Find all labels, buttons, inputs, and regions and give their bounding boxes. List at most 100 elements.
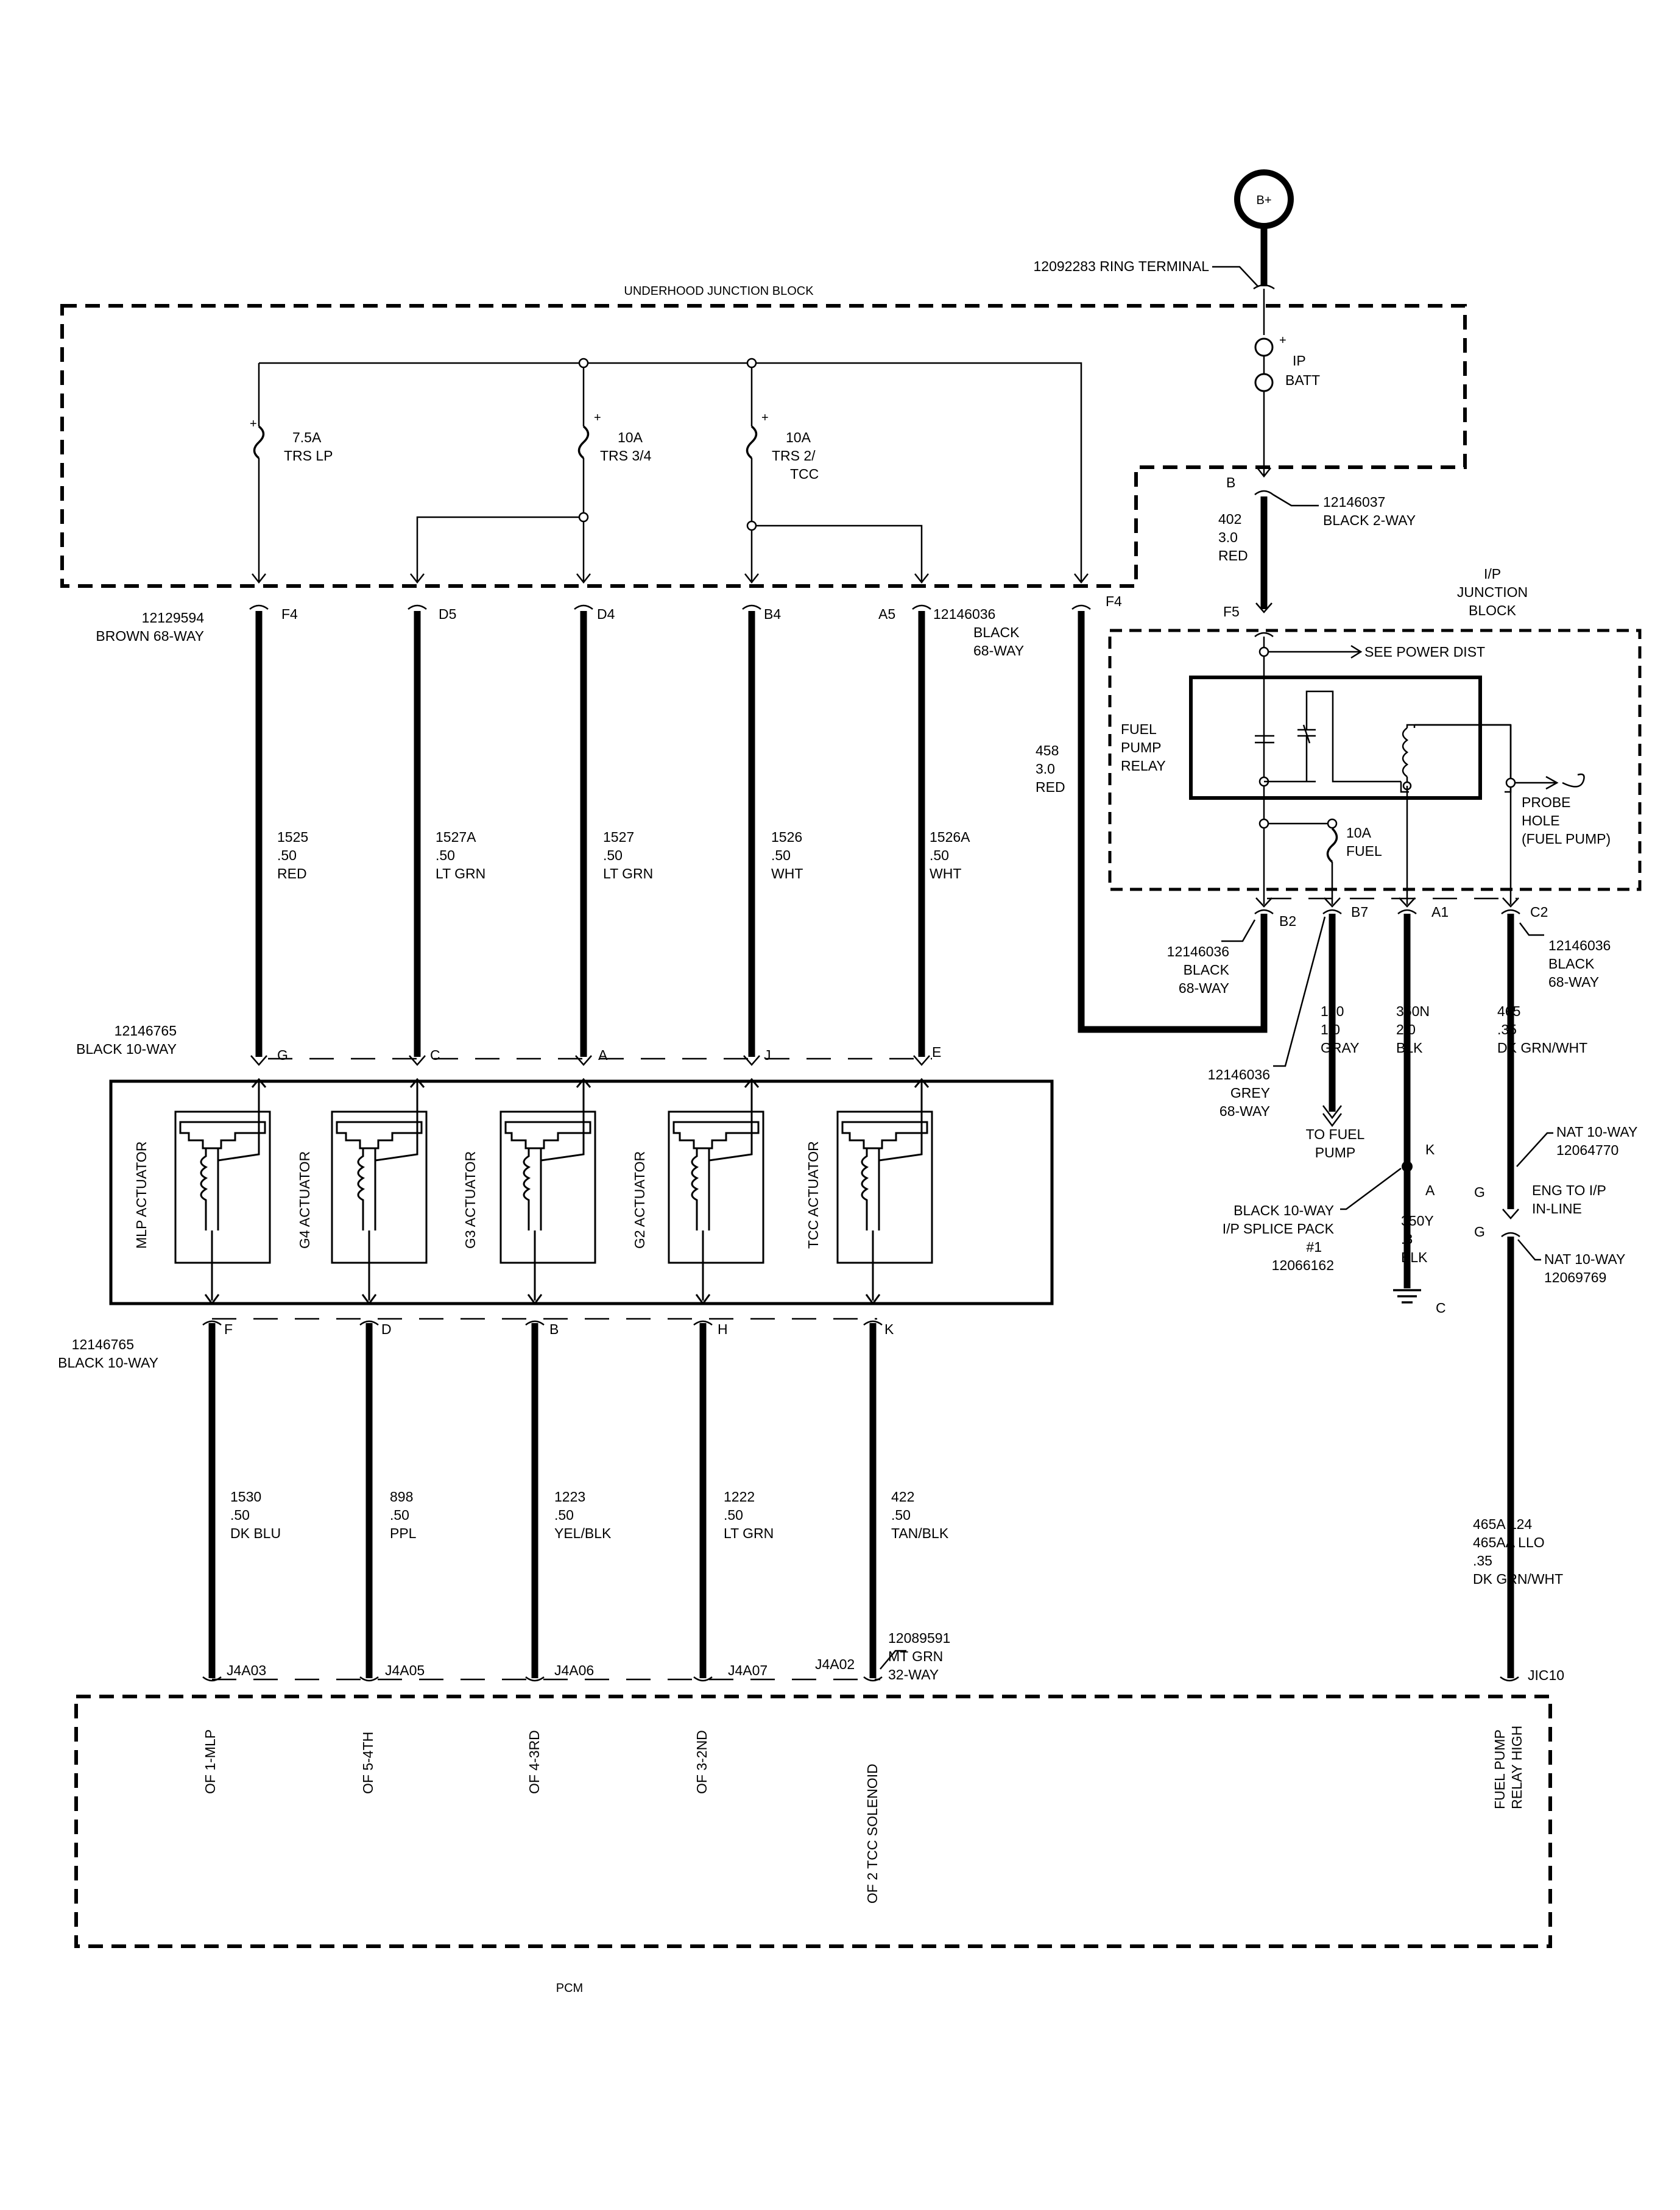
splice-pack-junction bbox=[1402, 1161, 1413, 1172]
solenoid-cap-icon bbox=[504, 1121, 591, 1149]
inline-connector-arrow bbox=[1502, 1209, 1519, 1220]
ip-c2-connector-part: 12146036 bbox=[1548, 937, 1611, 953]
uh-right-connector-name: BLACK bbox=[973, 624, 1020, 640]
splice-pack-leader bbox=[1340, 1167, 1402, 1210]
pin-uh-d5: D5 bbox=[439, 606, 456, 622]
ip-b7-connector-part: 12146036 bbox=[1208, 1067, 1270, 1082]
actuator-housing bbox=[331, 1110, 428, 1264]
svg-text:465AA LLO: 465AA LLO bbox=[1473, 1534, 1545, 1550]
wire-465-label: 465 .35 DK GRN/WHT bbox=[1497, 1003, 1587, 1056]
ip-block-label-1: I/P bbox=[1484, 566, 1501, 582]
probe-hole-dot bbox=[1505, 777, 1516, 788]
trs34-fuse bbox=[577, 425, 590, 459]
pin-pcm-j4a06: J4A06 bbox=[554, 1662, 594, 1678]
pin-uh-a5: A5 bbox=[878, 606, 895, 622]
actuator-2: G4 ACTUATOR bbox=[297, 1078, 428, 1305]
svg-text:.50: .50 bbox=[771, 847, 791, 863]
pin-b: B bbox=[1226, 475, 1235, 490]
actuator-top-connector-part: 12146765 bbox=[115, 1023, 177, 1039]
ip-batt-plus-label: + bbox=[1279, 334, 1286, 347]
pin-pcm-j4a07: J4A07 bbox=[728, 1662, 768, 1678]
trs2-fuse-name: TRS 2/ bbox=[772, 448, 816, 464]
eng-to-ip-label: ENG TO I/P bbox=[1532, 1182, 1606, 1198]
ip-batt-fuse-label: IP bbox=[1293, 353, 1306, 369]
wire-465a-label: 465A L24 465AA LLO .35 DK GRN/WHT bbox=[1473, 1516, 1563, 1587]
pin-pcm-jic10: JIC10 bbox=[1528, 1667, 1564, 1683]
uh-output-arrows bbox=[252, 573, 1089, 584]
svg-text:.50: .50 bbox=[724, 1507, 743, 1523]
svg-text:DK BLU: DK BLU bbox=[230, 1525, 281, 1541]
ring-terminal-mark bbox=[1253, 284, 1275, 290]
pin-uh-f4-right: F4 bbox=[1106, 593, 1122, 609]
ip-c2-leader bbox=[1519, 922, 1544, 936]
wire-898-label: 898 .50 PPL bbox=[390, 1489, 417, 1541]
svg-text:1525: 1525 bbox=[277, 829, 308, 845]
pin-act-c: C bbox=[430, 1047, 440, 1063]
connector-b-terminal bbox=[1254, 490, 1274, 496]
actuator-to-pcm-wires bbox=[208, 1323, 877, 1678]
to-fuel-pump-label-2: PUMP bbox=[1315, 1145, 1355, 1160]
wire-422-label: 422 .50 TAN/BLK bbox=[891, 1489, 949, 1541]
ip-b2-connector-name: BLACK bbox=[1184, 962, 1230, 978]
pcm-block-label: PCM bbox=[556, 1982, 583, 1995]
svg-text:402: 402 bbox=[1218, 511, 1241, 527]
wire-1527a-label: 1527A .50 LT GRN bbox=[436, 829, 485, 881]
actuator-label: G4 ACTUATOR bbox=[297, 1151, 312, 1249]
trs2-tcc-fuse bbox=[746, 425, 758, 459]
nat-top-leader bbox=[1516, 1132, 1553, 1167]
pin-splice-a: A bbox=[1425, 1182, 1435, 1198]
svg-text:.50: .50 bbox=[930, 847, 949, 863]
pin-ip-b2: B2 bbox=[1279, 913, 1296, 929]
pcm-connector-terminals bbox=[202, 1676, 1519, 1682]
trs2-plus-label: + bbox=[761, 411, 769, 425]
svg-text:LT GRN: LT GRN bbox=[724, 1525, 774, 1541]
solenoid-cap-icon bbox=[336, 1121, 423, 1149]
trs-lp-fuse-name: TRS LP bbox=[284, 448, 333, 464]
ip-c2-connector-name: BLACK bbox=[1548, 956, 1595, 972]
underhood-junction-block-outline bbox=[60, 304, 1467, 588]
pcm-block-outline bbox=[74, 1695, 1552, 1948]
nat-bot-name: NAT 10-WAY bbox=[1544, 1251, 1625, 1267]
pin-nat-top-g: G bbox=[1474, 1184, 1485, 1200]
pin-act-k: K bbox=[884, 1321, 894, 1337]
inline-connector-terminal bbox=[1501, 1232, 1520, 1238]
svg-text:RED: RED bbox=[277, 866, 307, 881]
solenoid-coil-icon bbox=[357, 1148, 365, 1230]
svg-text:BLK: BLK bbox=[1401, 1249, 1428, 1265]
to-fuel-pump-arrow bbox=[1322, 1105, 1342, 1120]
svg-text:.8: .8 bbox=[1401, 1231, 1413, 1247]
underhood-bus bbox=[259, 362, 1082, 582]
svg-text:PPL: PPL bbox=[390, 1525, 417, 1541]
trs-lp-fuse bbox=[253, 425, 265, 459]
svg-text:WHT: WHT bbox=[771, 866, 803, 881]
pcm-function-2: OF 5-4TH bbox=[360, 1732, 376, 1794]
probe-hole-label-2: HOLE bbox=[1522, 813, 1560, 828]
pcm-connector-name2: 32-WAY bbox=[888, 1667, 939, 1682]
inline-label: IN-LINE bbox=[1532, 1201, 1582, 1216]
fuel-fuse-node bbox=[1327, 818, 1338, 829]
svg-text:422: 422 bbox=[891, 1489, 914, 1505]
pin-uh-d4: D4 bbox=[597, 606, 615, 622]
svg-text:1527A: 1527A bbox=[436, 829, 476, 845]
ip-b7-connector-name: GREY bbox=[1230, 1085, 1270, 1101]
actuator-label: MLP ACTUATOR bbox=[133, 1142, 149, 1249]
svg-text:350N: 350N bbox=[1396, 1003, 1430, 1019]
connector-b-arrow bbox=[1257, 467, 1271, 478]
bus-junction-dot bbox=[578, 358, 589, 369]
trs-lp-plus-label: + bbox=[250, 417, 257, 431]
nat-top-name: NAT 10-WAY bbox=[1556, 1124, 1637, 1140]
pcm-function-1: OF 1-MLP bbox=[202, 1729, 218, 1794]
fuel-fuse-name: FUEL bbox=[1346, 843, 1382, 859]
pin-act-f: F bbox=[224, 1321, 233, 1337]
ip-b2-leader bbox=[1221, 919, 1256, 942]
svg-text:1223: 1223 bbox=[554, 1489, 585, 1505]
f5-terminal bbox=[1254, 632, 1274, 638]
pin-pcm-j4a02: J4A02 bbox=[815, 1656, 855, 1672]
pin-act-d: D bbox=[381, 1321, 392, 1337]
trs2-fuse-name2: TCC bbox=[790, 466, 819, 482]
pin-act-e: E bbox=[932, 1044, 941, 1060]
svg-text:2.0: 2.0 bbox=[1396, 1022, 1416, 1037]
svg-text:1222: 1222 bbox=[724, 1489, 755, 1505]
ip-block-label-2: JUNCTION bbox=[1457, 584, 1528, 600]
underhood-junction-block-label: UNDERHOOD JUNCTION BLOCK bbox=[624, 284, 814, 298]
